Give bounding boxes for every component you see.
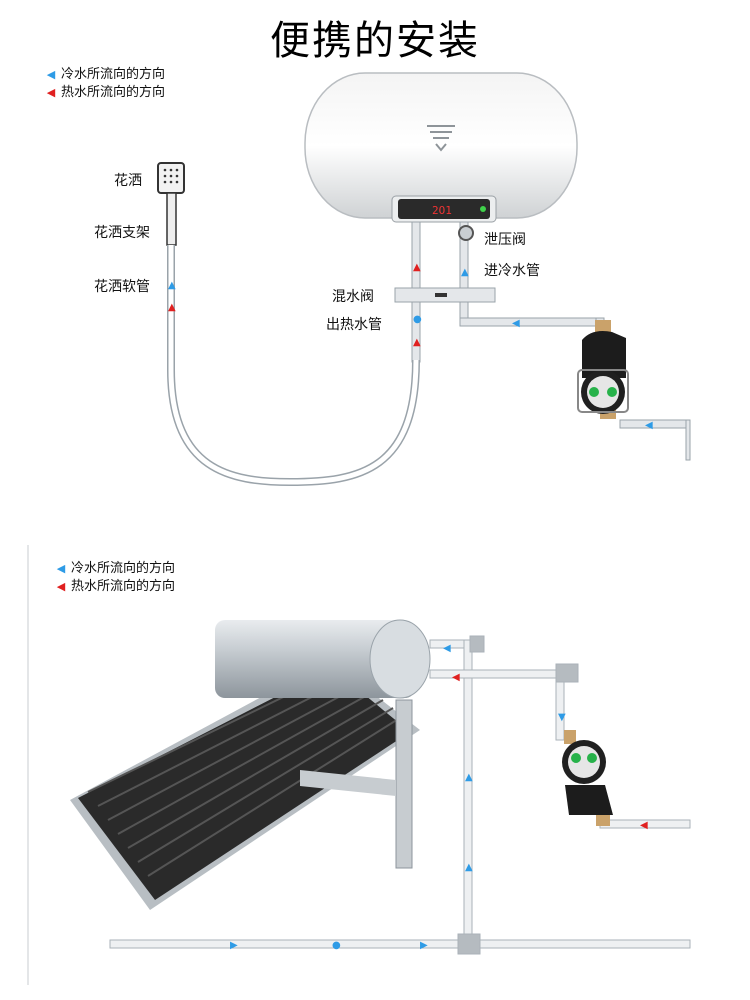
svg-text:◀: ◀ xyxy=(512,318,520,329)
label-relief-valve: 泄压阀 xyxy=(484,232,526,248)
bottom-pipes xyxy=(109,635,691,955)
svg-text:●: ● xyxy=(332,940,341,951)
page-title: 便携的安装 xyxy=(270,18,480,64)
flow-arrows-bottom: ◀ ◀ ▲ ▲ ▼ ▶ ● ▶ ◀ xyxy=(230,643,648,951)
legend-hot-bottom: ◀热水所流向的方向 xyxy=(54,578,175,596)
legend-top: ◀冷水所流向的方向 ◀热水所流向的方向 xyxy=(44,66,165,102)
cold-arrow-icon: ◀ xyxy=(46,68,56,81)
svg-text:▶: ▶ xyxy=(230,940,238,951)
shower-hose xyxy=(167,245,420,487)
svg-text:▲: ▲ xyxy=(465,772,473,783)
svg-text:◀: ◀ xyxy=(645,420,653,431)
water-heater xyxy=(304,72,578,223)
svg-text:▲: ▲ xyxy=(168,302,176,313)
svg-text:◀: ◀ xyxy=(452,672,460,683)
hot-arrow-icon: ◀ xyxy=(46,86,56,99)
svg-text:▼: ▼ xyxy=(558,712,566,723)
label-mixing-valve: 混水阀 xyxy=(332,289,374,305)
svg-text:◀: ◀ xyxy=(640,820,648,831)
svg-text:◀: ◀ xyxy=(443,643,451,654)
flow-arrows-top: ▲ ▲ ● ▲ ▲ ▲ ◀ ◀ xyxy=(168,262,653,431)
legend-cold-top: ◀冷水所流向的方向 xyxy=(44,66,165,84)
heater-display: 2O1 xyxy=(432,204,452,217)
label-shower-hose: 花洒软管 xyxy=(94,279,150,295)
svg-text:▲: ▲ xyxy=(465,862,473,873)
circulation-pump-top xyxy=(577,320,629,419)
legend-hot-top: ◀热水所流向的方向 xyxy=(44,84,165,102)
circulation-pump-bottom xyxy=(562,730,613,826)
legend-cold-bottom: ◀冷水所流向的方向 xyxy=(54,560,175,578)
hot-arrow-icon: ◀ xyxy=(56,580,66,593)
svg-text:▲: ▲ xyxy=(413,262,421,273)
relief-valve xyxy=(458,225,474,241)
legend-bottom: ◀冷水所流向的方向 ◀热水所流向的方向 xyxy=(54,560,175,596)
label-shower-bracket: 花洒支架 xyxy=(94,225,150,241)
label-shower-head: 花洒 xyxy=(114,173,142,189)
shower-head xyxy=(157,162,185,246)
solar-collector xyxy=(70,619,431,910)
label-hot-outlet-pipe: 出热水管 xyxy=(326,317,382,333)
svg-text:▲: ▲ xyxy=(168,280,176,291)
svg-text:▲: ▲ xyxy=(413,337,421,348)
cold-arrow-icon: ◀ xyxy=(56,562,66,575)
svg-text:▶: ▶ xyxy=(420,940,428,951)
svg-text:●: ● xyxy=(413,314,422,325)
svg-text:▲: ▲ xyxy=(461,267,469,278)
label-cold-inlet-pipe: 进冷水管 xyxy=(484,263,540,279)
